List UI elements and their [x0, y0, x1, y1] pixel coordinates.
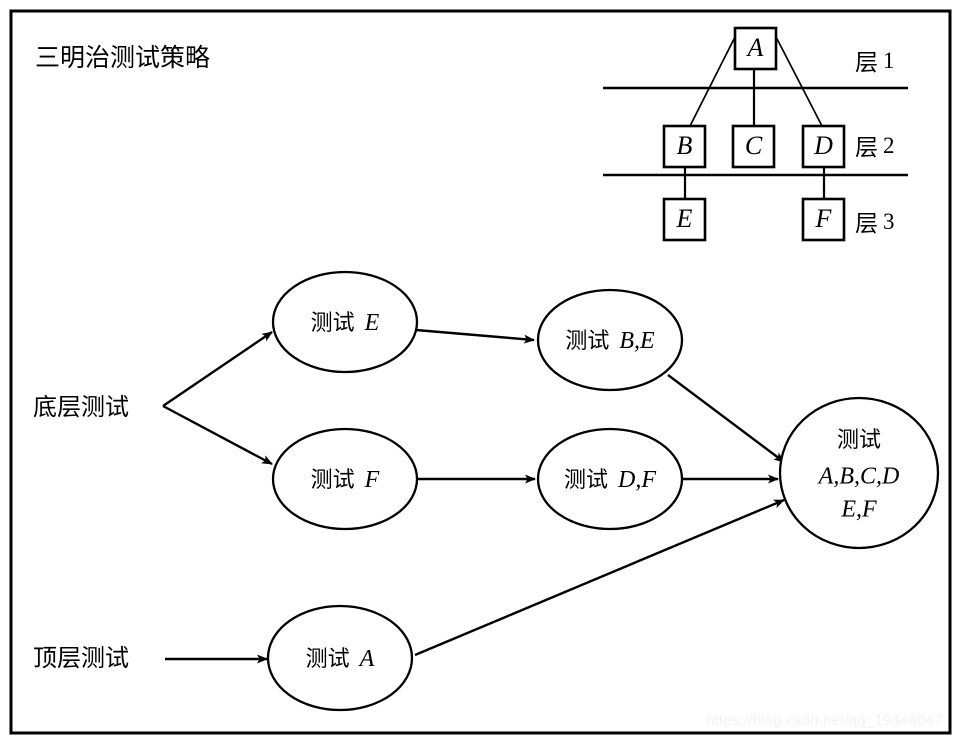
- flow-node-test-all-line2: A,B,C,D: [817, 464, 900, 490]
- flow-nodes: 测试 E 测试 F 测试 B,E 测试 D,F: [266, 270, 940, 712]
- flow-node-test-all-line3: E,F: [840, 497, 877, 523]
- bottom-up-test-label: 底层测试: [33, 393, 129, 421]
- tree-node-a: A: [733, 26, 778, 71]
- test-e-cn: 测试: [311, 311, 355, 336]
- tree-node-d: D: [801, 124, 846, 169]
- flow-node-test-e-label: 测试 E: [311, 310, 380, 337]
- test-be-id: B,E: [619, 328, 655, 354]
- tree-node-e-label: E: [676, 204, 693, 233]
- arrow-test-be-to-test-all: [667, 374, 785, 463]
- test-f-id: F: [364, 467, 380, 493]
- arrow-test-a-to-test-all: [414, 498, 785, 657]
- layer-label-1-num: 1: [883, 48, 895, 73]
- flow-node-test-be-label: 测试 B,E: [565, 328, 655, 355]
- layer-label-3-num: 3: [883, 209, 895, 234]
- test-df-cn: 测试: [564, 468, 608, 493]
- layer-label-2-num: 2: [883, 133, 895, 158]
- flow-node-test-df: 测试 D,F: [536, 427, 684, 531]
- flow-node-test-all: 测试 A,B,C,D E,F: [778, 396, 940, 550]
- test-df-id: D,F: [617, 467, 656, 493]
- tree-node-d-label: D: [813, 131, 833, 160]
- layer-label-1-text: 层: [855, 50, 878, 76]
- flow-node-test-a-label: 测试 A: [306, 646, 375, 673]
- tree-node-c-label: C: [745, 131, 763, 160]
- tree-node-f-label: F: [815, 204, 833, 233]
- flow-node-test-e: 测试 E: [271, 270, 419, 374]
- flow-node-test-df-label: 测试 D,F: [564, 467, 656, 494]
- flow-node-test-all-line1: 测试: [837, 428, 881, 453]
- layer-label-3-text: 层: [855, 211, 878, 237]
- page-title: 三明治测试策略: [35, 43, 210, 72]
- layer-label-2-text: 层: [855, 135, 878, 161]
- tree-edge-a-d: [773, 32, 823, 127]
- flow-node-test-a: 测试 A: [266, 604, 414, 712]
- flow-node-test-f: 测试 F: [271, 427, 419, 531]
- tree-node-f: F: [801, 197, 846, 242]
- test-a-id: A: [358, 646, 375, 672]
- test-f-cn: 测试: [311, 468, 355, 493]
- tree-node-b-label: B: [677, 131, 693, 160]
- tree-node-c: C: [731, 124, 776, 169]
- arrow-bottomup-to-test-f: [162, 404, 273, 466]
- test-be-cn: 测试: [565, 329, 609, 354]
- flow-node-test-f-label: 测试 F: [311, 467, 380, 494]
- tree-edge-a-b: [689, 32, 738, 127]
- test-e-id: E: [364, 310, 380, 336]
- flow-arrows: [162, 328, 785, 664]
- tree-node-b: B: [662, 124, 707, 169]
- arrow-test-e-to-test-be: [415, 328, 535, 344]
- watermark: https://blog.csdn.net/qq_19448047: [706, 712, 943, 729]
- tree-node-e: E: [662, 197, 707, 242]
- top-down-test-label: 顶层测试: [33, 644, 129, 672]
- arrow-bottomup-to-test-e: [162, 331, 273, 407]
- flow-node-test-be: 测试 B,E: [536, 288, 684, 392]
- tree-node-a-label: A: [746, 33, 764, 62]
- test-a-cn: 测试: [306, 647, 350, 672]
- diagram-border: [9, 9, 952, 735]
